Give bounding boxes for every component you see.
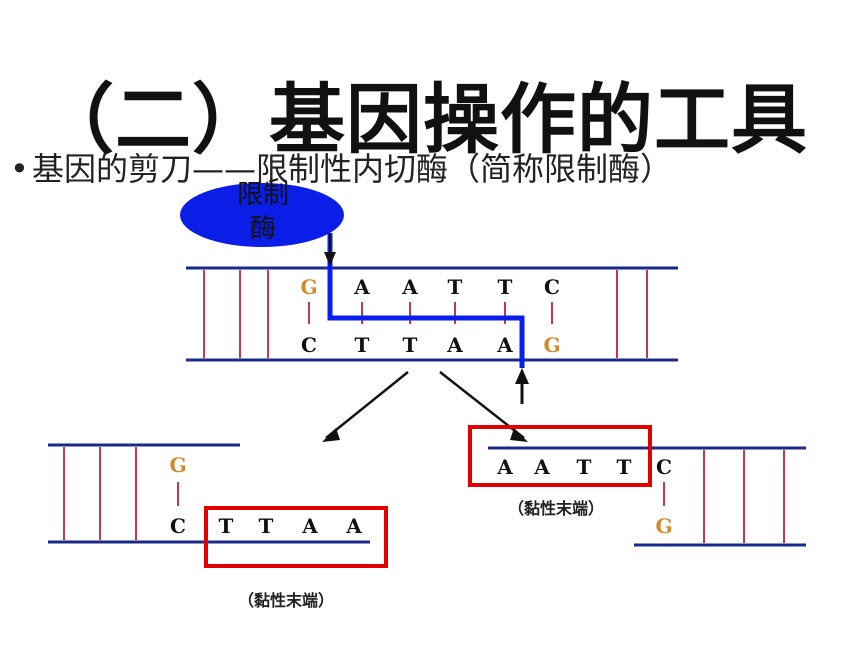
base-pair-bonds xyxy=(308,302,553,324)
right-top-base-4: T xyxy=(617,455,632,479)
right-sticky-end-caption: （黏性末端） xyxy=(508,499,604,518)
top-base-3: A xyxy=(401,275,418,299)
top-base-2: A xyxy=(353,275,370,299)
left-bottom-base-2: T xyxy=(219,514,234,538)
enzyme-ellipse xyxy=(180,183,344,247)
enzyme-label-line2: 酶 xyxy=(249,214,276,244)
bottom-base-2: T xyxy=(355,333,370,357)
enzyme-label-line1: 限制 xyxy=(236,180,289,210)
right-rungs xyxy=(663,450,785,543)
left-bottom-base-1: C xyxy=(170,514,186,538)
bottom-base-4: A xyxy=(446,333,463,357)
bullet-item: •基因的剪刀——限制性内切酶（简称限制酶） xyxy=(10,144,672,190)
left-top-base: G xyxy=(169,453,186,477)
left-rungs xyxy=(63,447,179,540)
right-bottom-base: G xyxy=(655,514,672,538)
right-top-base-5: C xyxy=(656,455,672,479)
right-top-base-2: A xyxy=(533,455,550,479)
top-base-1: G xyxy=(300,275,317,299)
cut-arrows xyxy=(324,233,529,404)
bullet-dot: • xyxy=(10,150,29,188)
bottom-base-6: G xyxy=(543,333,560,357)
enzyme-label: 限制 酶 xyxy=(228,178,298,246)
left-bottom-base-3: T xyxy=(259,514,274,538)
left-bottom-base-4: A xyxy=(301,514,318,538)
left-sticky-end-caption: （黏性末端） xyxy=(238,591,334,610)
top-base-4: T xyxy=(448,275,463,299)
bottom-base-1: C xyxy=(301,333,317,357)
right-top-base-1: A xyxy=(496,455,513,479)
rungs xyxy=(203,270,648,358)
right-top-base-3: T xyxy=(577,455,592,479)
page-title: （二）基因操作的工具 xyxy=(38,75,808,164)
left-split-arrow xyxy=(325,371,409,439)
bullet-text: 基因的剪刀——限制性内切酶（简称限制酶） xyxy=(32,150,673,188)
bottom-base-3: T xyxy=(403,333,418,357)
right-fragment: A A T T C G （黏性末端） xyxy=(468,425,806,547)
cut-line xyxy=(327,233,525,368)
bottom-base-5: A xyxy=(496,333,513,357)
top-base-5: T xyxy=(498,275,513,299)
right-sticky-end-box xyxy=(468,425,652,487)
intact-dna: G A A T T C C T T A A G xyxy=(186,266,678,362)
left-fragment: G C T T A A （黏性末端） xyxy=(48,443,388,610)
top-base-6: C xyxy=(544,275,560,299)
left-bottom-base-5: A xyxy=(345,514,362,538)
left-sticky-end-box xyxy=(204,506,388,568)
